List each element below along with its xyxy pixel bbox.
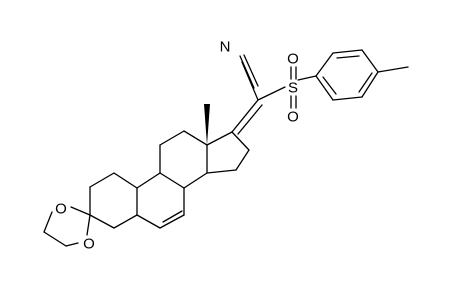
bond [361, 49, 379, 73]
bond [257, 86, 286, 101]
bond [183, 130, 208, 146]
bond [136, 214, 161, 229]
bond [241, 61, 259, 101]
aromatic-inner-line [336, 55, 360, 59]
bond [159, 172, 185, 189]
bond [183, 172, 208, 189]
bond [361, 71, 379, 98]
tolyl-ring [315, 49, 409, 101]
double-bond-second-line [237, 104, 263, 135]
bond [43, 211, 53, 233]
angular-methyl [204, 104, 210, 145]
ring-b [136, 172, 185, 229]
sulfonyl-oxygen-bottom-label: O [287, 109, 299, 126]
bond [113, 172, 138, 189]
ring-c [159, 130, 208, 189]
bond [297, 75, 317, 81]
bond [159, 130, 185, 146]
sulfonyl-group: S O O [257, 51, 317, 126]
bond [43, 231, 67, 247]
bond [86, 214, 91, 236]
aromatic-inner-line [358, 72, 373, 93]
bond [315, 75, 334, 101]
bond [231, 99, 259, 133]
bond [332, 96, 363, 101]
bond [89, 172, 115, 188]
dioxolane-oxygen-upper-label: O [55, 201, 67, 218]
bond [231, 131, 250, 151]
wedge-bond [204, 104, 210, 145]
triple-bond-line [243, 54, 259, 87]
bond [377, 66, 409, 73]
bond [136, 172, 161, 189]
bond [206, 131, 233, 146]
bond [89, 214, 115, 229]
bond [113, 214, 138, 229]
bond [315, 52, 334, 77]
bond [235, 149, 250, 171]
dioxolane-oxygen-lower-label: O [83, 236, 95, 253]
sulfonyl-oxygen-top-label: O [287, 51, 299, 68]
sulfur-atom-label: S [288, 80, 298, 97]
ring-a [89, 172, 138, 229]
exocyclic-alkene [231, 99, 263, 135]
bond [70, 206, 91, 216]
bond [206, 169, 237, 174]
bond [332, 49, 363, 54]
nitrile-group: N [220, 39, 259, 101]
bond [159, 214, 185, 229]
triple-bond-line [239, 55, 255, 89]
dioxolane-ring: O O [43, 201, 95, 253]
nitrogen-atom-label: N [220, 39, 231, 56]
aromatic-inner-line [322, 76, 337, 95]
bond [65, 242, 79, 247]
double-bond-inner-line [162, 210, 183, 223]
ring-d [183, 130, 250, 174]
